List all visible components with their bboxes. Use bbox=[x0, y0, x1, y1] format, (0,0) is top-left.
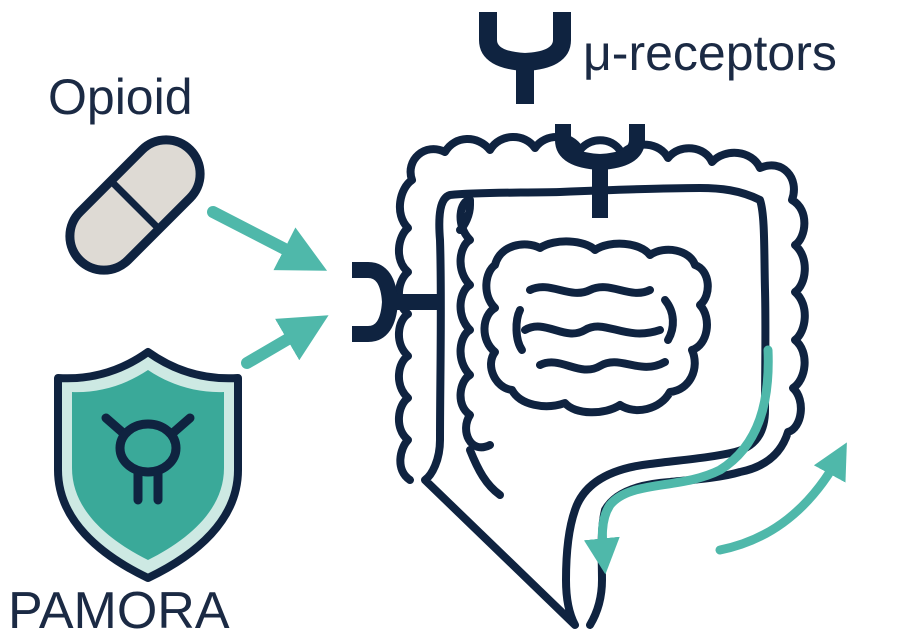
receptor-label: μ-receptors bbox=[583, 28, 837, 78]
opioid-arrow bbox=[213, 212, 310, 262]
receptor-side-icon bbox=[352, 270, 440, 334]
pamora-arrow bbox=[247, 325, 312, 363]
opioid-label: Opioid bbox=[48, 72, 193, 122]
receptor-legend-icon bbox=[488, 12, 562, 104]
binding-arrows bbox=[213, 212, 312, 363]
pill-icon bbox=[56, 126, 214, 284]
pamora-label: PAMORA bbox=[8, 585, 230, 637]
shield-icon bbox=[58, 352, 238, 578]
